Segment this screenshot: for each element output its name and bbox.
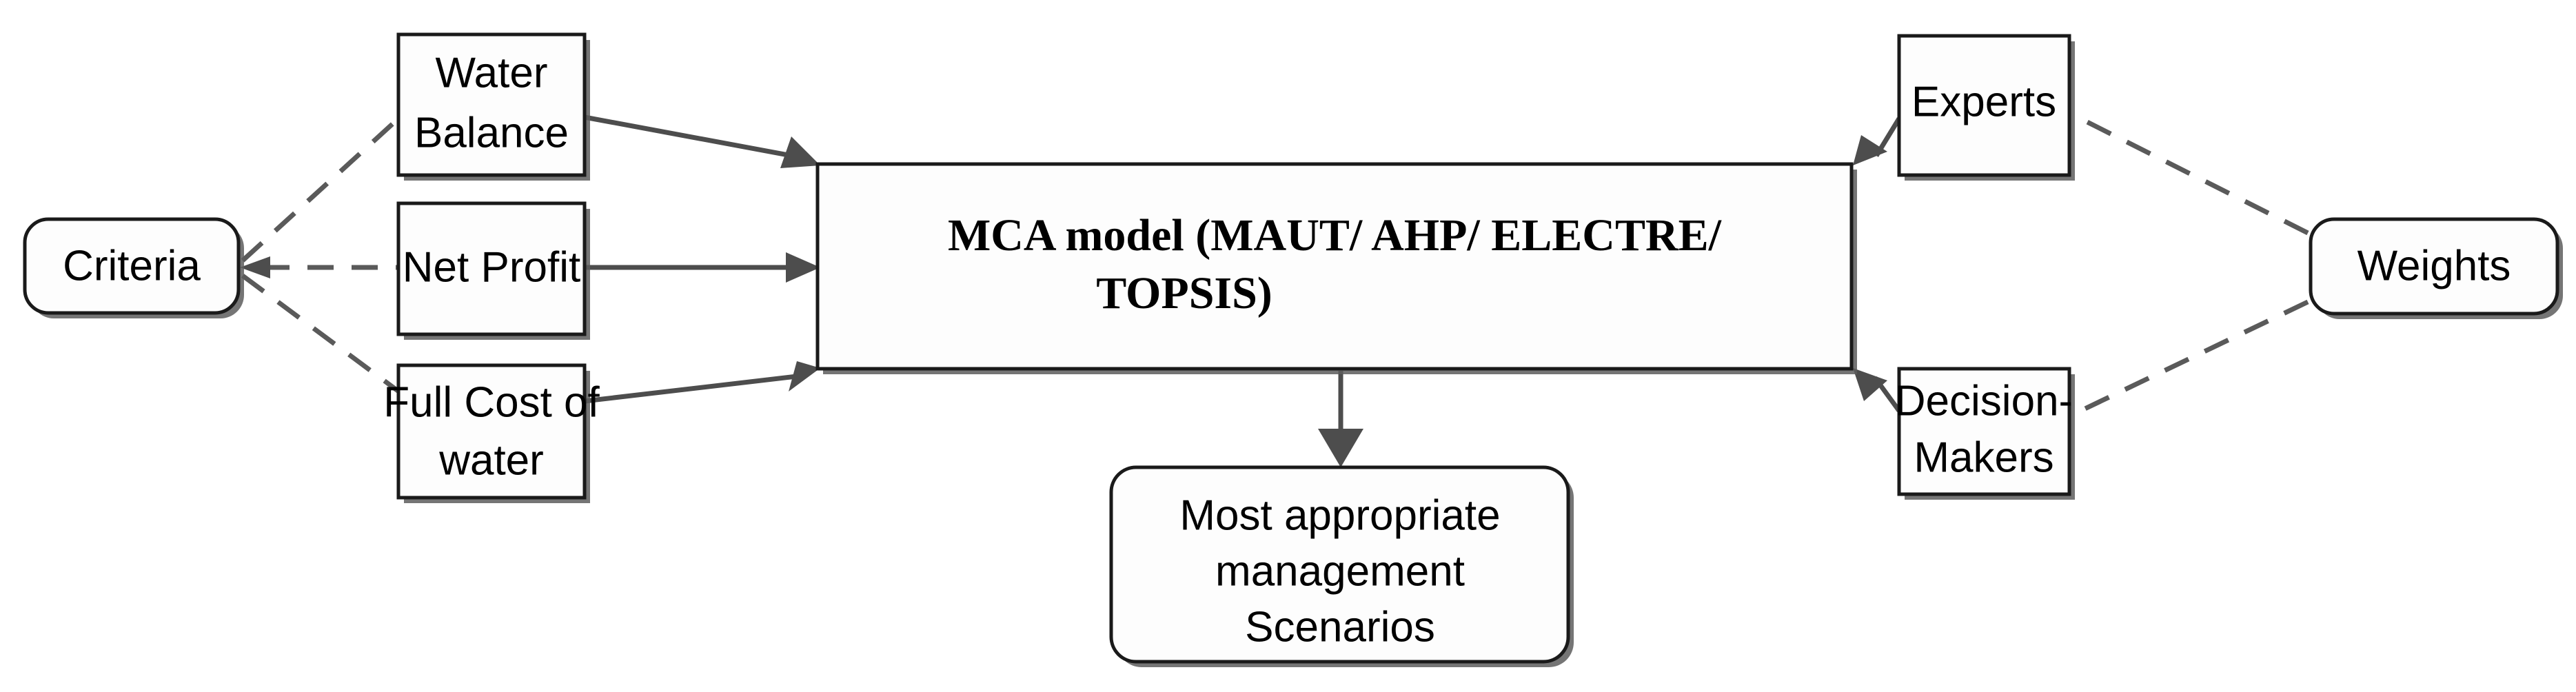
edge-water-balance-to-mca <box>584 114 820 168</box>
arrowhead-experts-to-mca <box>1853 135 1887 165</box>
node-mca-model[interactable]: MCA model (MAUT/ AHP/ ELECTRE/ TOPSIS) <box>815 162 1857 374</box>
edge-experts-to-mca <box>1853 117 1901 165</box>
edge-net-profit-to-mca <box>585 252 820 283</box>
node-net-profit[interactable]: Net Profit <box>396 201 590 340</box>
edge-criteria-to-water-balance <box>241 116 400 263</box>
mca-model-box <box>815 162 1854 371</box>
node-experts[interactable]: Experts <box>1897 34 2075 181</box>
edge-mca-to-scenarios <box>1318 371 1363 467</box>
decision-makers-label-line-1: Decision- <box>1895 377 2073 425</box>
arrowhead-mca-to-scenarios <box>1318 429 1363 467</box>
arrowhead-full-cost-to-mca <box>789 361 820 391</box>
edge-weights-to-experts <box>2073 113 2309 236</box>
arrowhead-decision-makers-to-mca <box>1853 368 1887 401</box>
mca-model-label-line-1: MCA model (MAUT/ AHP/ ELECTRE/ <box>948 210 1723 261</box>
edge-criteria-to-net-profit <box>240 256 398 278</box>
net-profit-label: Net Profit <box>403 243 580 291</box>
criteria-box <box>23 217 241 315</box>
node-scenarios[interactable]: Most appropriate management Scenarios <box>1109 465 1574 667</box>
edge-full-cost-to-mca <box>584 361 820 404</box>
edge-criteria-to-full-cost <box>241 274 410 400</box>
scenarios-label-line-3: Scenarios <box>1245 603 1435 651</box>
node-decision-makers[interactable]: Decision- Makers <box>1895 367 2075 500</box>
experts-box <box>1897 34 2071 177</box>
scenarios-label-line-1: Most appropriate <box>1179 491 1500 539</box>
water-balance-label-line-2: Balance <box>414 109 569 156</box>
water-balance-label-line-1: Water <box>435 49 547 96</box>
node-weights[interactable]: Weights <box>2309 217 2563 319</box>
full-cost-box <box>396 363 587 500</box>
arrowhead-water-balance-to-mca <box>780 136 820 168</box>
scenarios-label-line-2: management <box>1215 547 1465 595</box>
decision-makers-box <box>1897 367 2071 496</box>
water-balance-box <box>396 32 587 177</box>
edge-weights-to-decision-makers <box>2073 299 2309 416</box>
node-criteria[interactable]: Criteria <box>23 217 244 318</box>
mca-model-label-line-2: TOPSIS) <box>1096 268 1272 318</box>
arrowhead-net-profit-to-mca <box>786 252 820 283</box>
arrowhead-into-criteria <box>240 256 270 278</box>
experts-label: Experts <box>1911 78 2056 125</box>
decision-makers-label-line-2: Makers <box>1914 434 2053 481</box>
weights-box <box>2309 217 2559 316</box>
net-profit-box <box>396 201 587 336</box>
full-cost-label-line-1: Full Cost of <box>383 378 600 426</box>
scenarios-box <box>1109 465 1570 664</box>
criteria-label: Criteria <box>63 242 201 289</box>
weights-label: Weights <box>2357 242 2511 289</box>
node-full-cost-of-water[interactable]: Full Cost of water <box>383 363 600 503</box>
edge-decision-makers-to-mca <box>1853 368 1901 413</box>
full-cost-label-line-2: water <box>438 436 544 484</box>
node-water-balance[interactable]: Water Balance <box>396 32 590 181</box>
